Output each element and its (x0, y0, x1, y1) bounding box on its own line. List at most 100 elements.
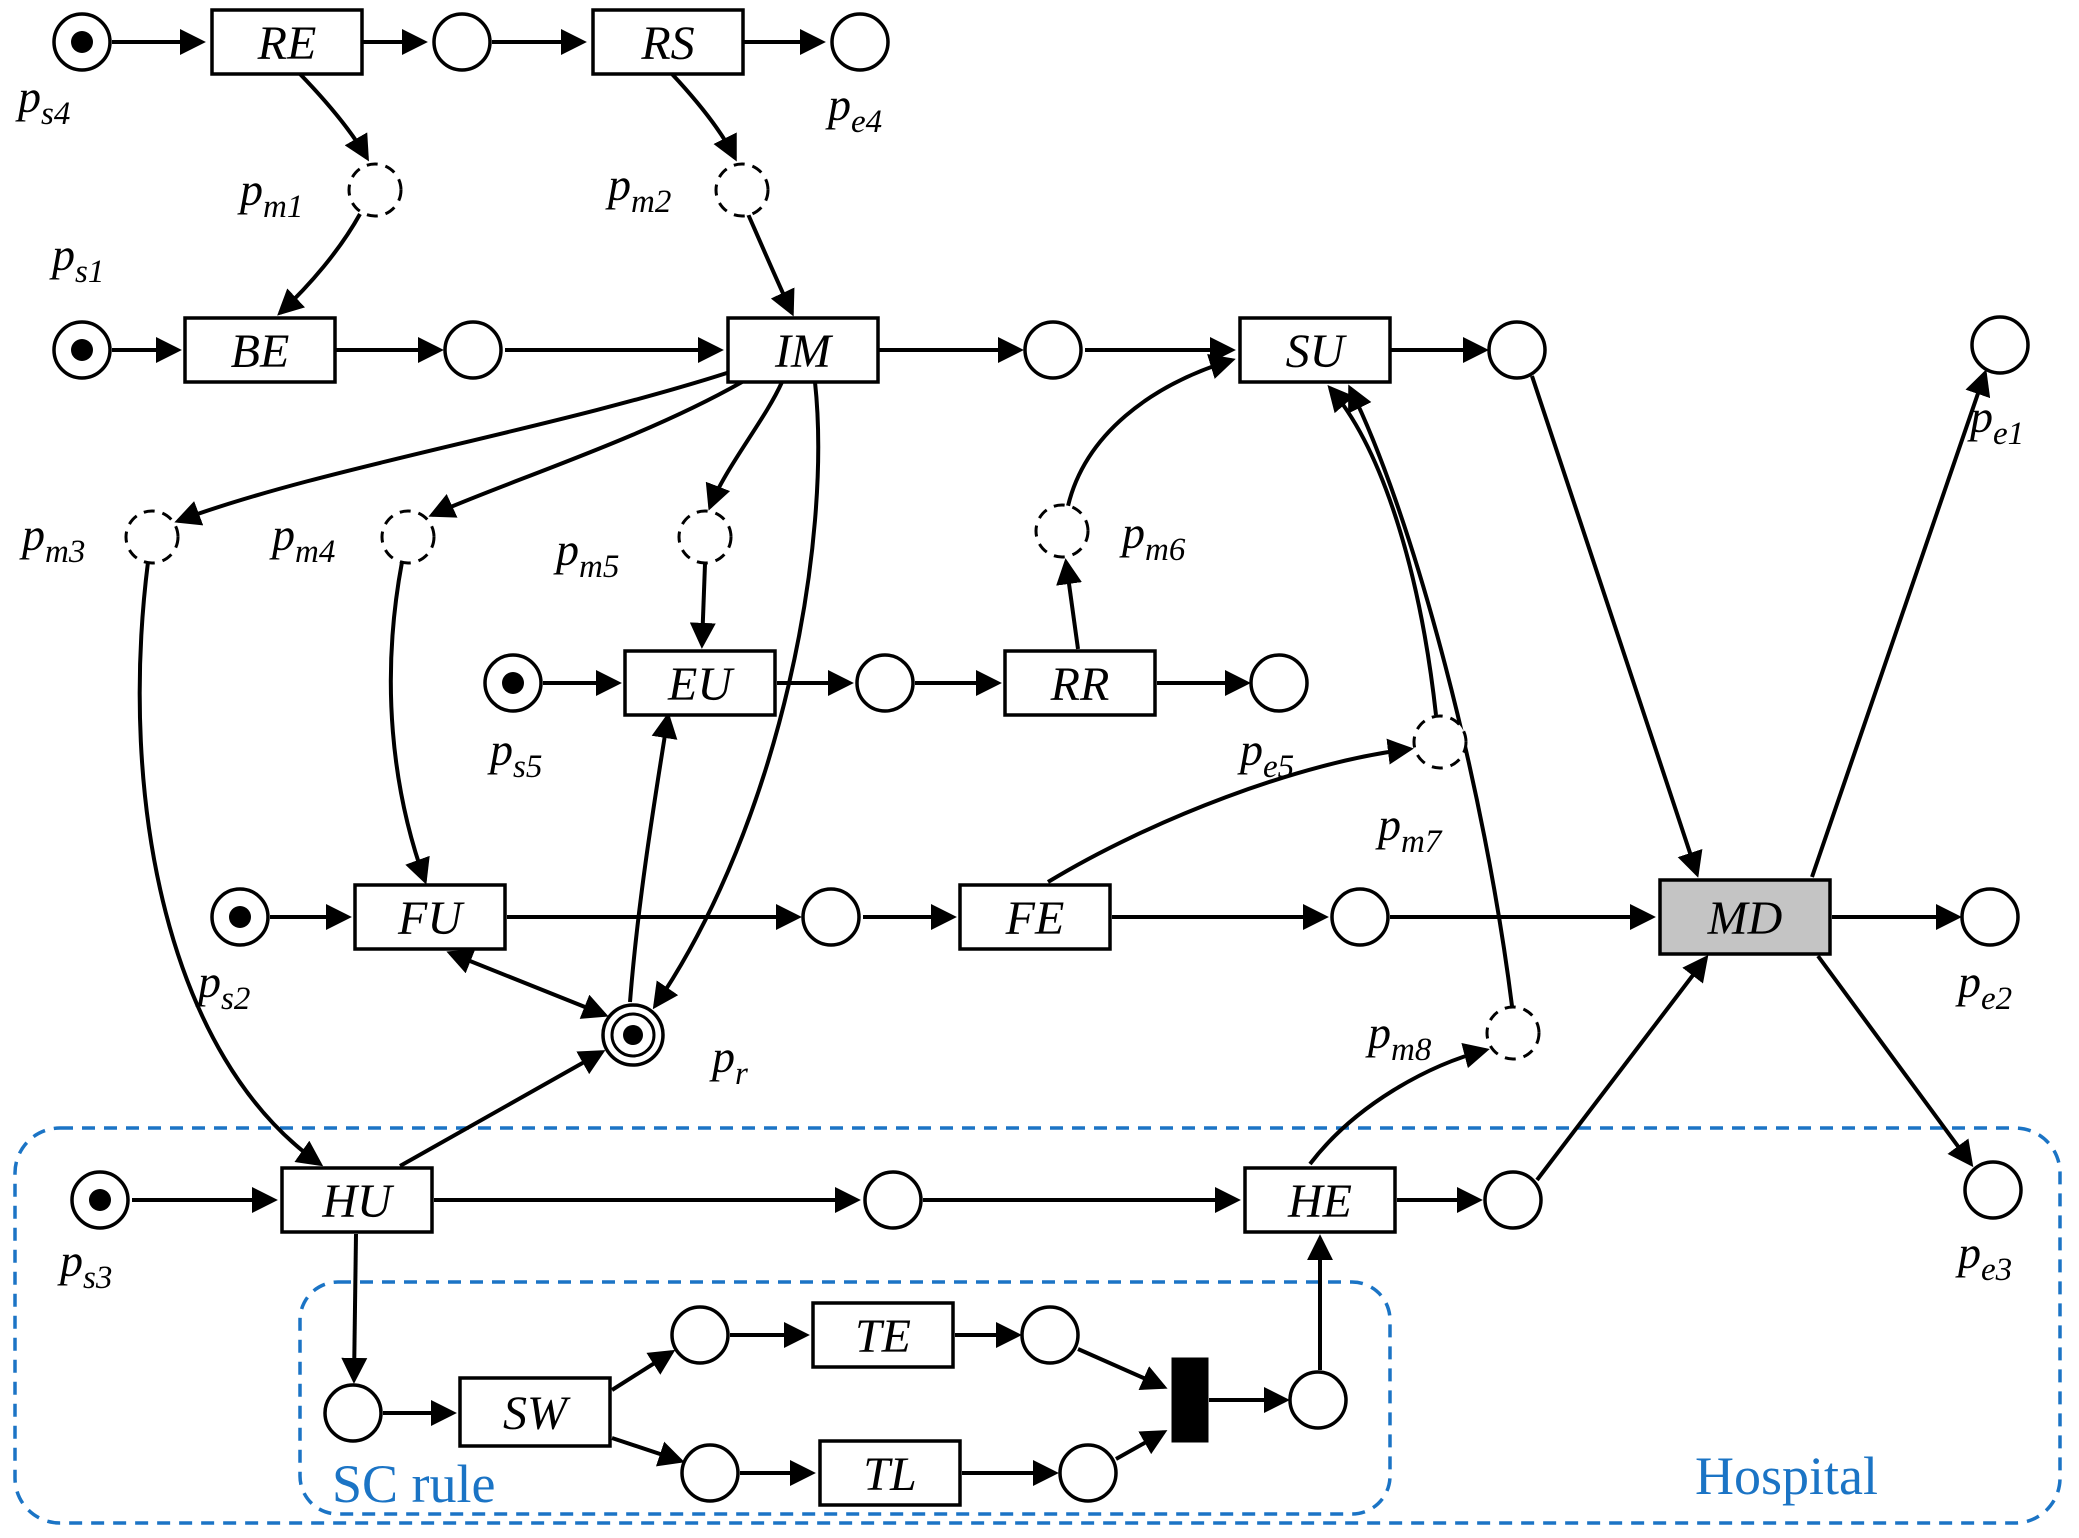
arc-pr-EU (628, 712, 678, 1003)
svg-text:HU: HU (321, 1175, 395, 1228)
label-pm6: pm6 (1119, 507, 1186, 568)
label-ps4: ps4 (15, 71, 70, 132)
place-te-bar (1020, 1305, 1080, 1365)
arc-pm6-SU (1066, 354, 1236, 507)
transition-sync-bar (1171, 1357, 1209, 1443)
svg-text:FE: FE (1005, 892, 1065, 945)
arc-HE-pm8 (1308, 1042, 1490, 1166)
region-hospital-box (13, 1126, 2062, 1525)
label-ps3: ps3 (57, 1235, 112, 1296)
transition-TE: TE (811, 1301, 955, 1369)
place-fe-md (1330, 887, 1390, 947)
place-pm1 (347, 162, 403, 218)
transition-HE: HE (1243, 1166, 1397, 1234)
label-ps5: ps5 (487, 724, 542, 785)
arc-c4-MD (1530, 375, 1703, 878)
place-su-md (1487, 320, 1547, 380)
transition-SU: SU (1238, 316, 1392, 384)
place-he-md (1483, 1170, 1543, 1230)
arc-RR-pm6 (1056, 558, 1082, 650)
svg-text:RS: RS (640, 17, 694, 70)
place-hu-he (863, 1170, 923, 1230)
arc-IM-pr (652, 381, 821, 1010)
arc-pm3-HU (137, 561, 324, 1167)
svg-text:EU: EU (667, 658, 735, 711)
label-pe3: pe3 (1955, 1227, 2012, 1288)
place-ps4 (52, 12, 112, 72)
place-pe3 (1963, 1160, 2023, 1220)
svg-text:RE: RE (257, 17, 317, 70)
place-pm6 (1034, 503, 1090, 559)
arc-HU-pr (399, 1050, 606, 1168)
label-pm5: pm5 (553, 524, 619, 585)
transition-RR: RR (1003, 649, 1157, 717)
place-pe1 (1970, 315, 2030, 375)
place-pr-resource (601, 1003, 665, 1067)
label-pm1: pm1 (237, 164, 303, 225)
place-pe4 (830, 12, 890, 72)
place-pm5 (677, 509, 733, 565)
arc-sc3-bar (1077, 1347, 1168, 1390)
arc-SW-sc2 (610, 1349, 676, 1392)
transition-MD: MD (1658, 878, 1832, 956)
arc-c9-MD (1535, 954, 1709, 1182)
label-pm2: pm2 (605, 159, 671, 220)
arc-IM-pm3 (174, 370, 731, 526)
place-eu-rr (855, 653, 915, 713)
label-pe2: pe2 (1955, 956, 2012, 1017)
transition-EU: EU (623, 649, 777, 717)
arc-pm4-FU (388, 561, 430, 885)
place-pm3 (124, 509, 180, 565)
label-ps1: ps1 (49, 229, 104, 290)
place-im-su (1023, 320, 1083, 380)
region-hospital-label: Hospital (1695, 1446, 1878, 1506)
place-fu-fe (801, 887, 861, 947)
transition-HU: HU (280, 1166, 434, 1234)
label-pe5: pe5 (1237, 724, 1294, 785)
arc-FU-pr-bidir (446, 949, 609, 1019)
label-pr: pr (709, 1031, 748, 1092)
transition-RS: RS (591, 8, 745, 76)
place-ps3 (70, 1170, 130, 1230)
transition-SW: SW (458, 1376, 612, 1448)
svg-text:IM: IM (774, 325, 834, 378)
arc-MD-pe1 (1810, 369, 1991, 878)
svg-text:RR: RR (1050, 658, 1110, 711)
arc-pm5-EU (689, 563, 716, 649)
place-bar-he (1288, 1370, 1348, 1430)
label-pe1: pe1 (1967, 391, 2024, 452)
label-ps2: ps2 (195, 956, 250, 1017)
arc-pm2-IM (746, 213, 795, 317)
label-pe4: pe4 (825, 79, 882, 140)
arc-RS-pm2 (670, 72, 737, 162)
transition-RE: RE (210, 8, 364, 76)
place-pm7 (1412, 714, 1468, 770)
place-ps1 (52, 320, 112, 380)
svg-text:TE: TE (855, 1310, 911, 1363)
place-ps2 (210, 887, 270, 947)
place-pm8 (1485, 1005, 1541, 1061)
region-sc-rule-box (298, 1280, 1392, 1516)
arc-sc5-bar (1115, 1430, 1168, 1461)
place-pe2 (1960, 887, 2020, 947)
place-pe5 (1249, 653, 1309, 713)
arc-FE-pm7 (1046, 738, 1414, 884)
svg-text:HE: HE (1287, 1175, 1352, 1228)
label-pm7: pm7 (1375, 799, 1443, 860)
label-pm4: pm4 (269, 509, 335, 570)
arc-pm8-SU (1348, 384, 1514, 1007)
place-be-im (443, 320, 503, 380)
arc-SW-sc4 (611, 1436, 685, 1467)
svg-text:BE: BE (231, 325, 290, 378)
arc-IM-pm5 (705, 381, 784, 511)
arc-RE-pm1 (298, 72, 369, 162)
svg-text:FU: FU (397, 892, 465, 945)
arc-pm1-BE (277, 213, 362, 316)
svg-text:TL: TL (863, 1448, 916, 1501)
transition-FE: FE (958, 883, 1112, 951)
arc-pm7-SU (1327, 385, 1438, 716)
region-sc-rule-label: SC rule (332, 1454, 496, 1514)
arc-MD-pe3 (1816, 954, 1974, 1168)
